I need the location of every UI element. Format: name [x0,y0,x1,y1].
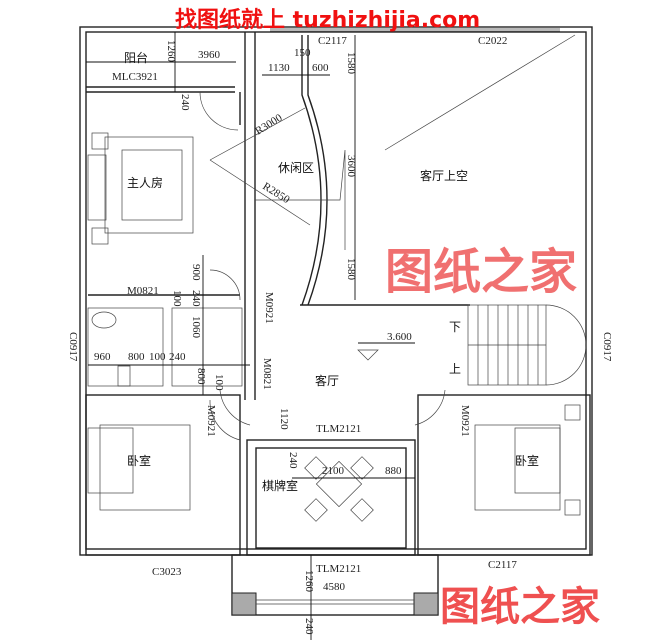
dimension-label: 3600 [345,155,357,178]
door-label: M0921 [459,405,471,437]
dimension-label: 1130 [268,62,290,74]
window-label: C2022 [478,35,507,47]
window-label: C2117 [318,35,347,47]
dimension-label: 960 [94,351,111,363]
staircase [357,304,587,386]
master-bedroom [87,91,241,296]
top-windows [270,28,560,32]
room-label-mahjong: 棋牌室 [262,478,298,493]
balcony [86,32,236,93]
dimension-label: R3000 [253,112,285,138]
dimension-label: 240 [303,618,315,635]
room-label-balcony: 阳台 [124,50,148,65]
dimension-label: 240 [190,290,202,307]
window-label: C2117 [488,559,517,571]
dimension-label: 800 [195,368,207,385]
watermark-center: 图纸之家 [385,244,577,300]
dimension-label: 600 [312,62,329,74]
window-label: C0917 [67,332,79,362]
dimension-label: 880 [385,465,402,477]
bedroom-right [417,394,591,556]
dimension-label: 3960 [198,49,221,61]
door-label: TLM2121 [316,423,361,435]
room-label-leisure: 休闲区 [278,161,314,175]
door-label: MLC3921 [112,71,158,83]
room-label-bedroom-left: 卧室 [127,453,151,468]
dimension-label: 1120 [278,408,290,430]
dimension-label: 240 [287,452,299,469]
dimension-label: 100 [213,374,225,391]
dimension-label: 240 [179,94,191,111]
stair-up-label: 上 [449,362,461,376]
dimension-label: 900 [190,264,202,281]
dimension-label: 2100 [322,465,345,477]
elevation-label: 3.600 [387,331,412,343]
dimension-label: 4580 [323,581,346,593]
window-label: C3023 [152,566,182,578]
dimension-label: 1580 [345,258,357,281]
dimension-label: 150 [294,47,311,59]
door-label: M0821 [261,358,273,390]
corridor-walls [209,32,576,400]
dimension-label: 1580 [345,52,357,75]
door-label: M0821 [127,285,159,297]
door-label: M0921 [205,405,217,437]
dimension-label: 1260 [165,40,177,63]
dimension-label: 1060 [190,316,202,339]
room-label-living: 客厅 [315,373,339,388]
dimension-label: 100 [149,351,166,363]
bottom-balcony [231,554,439,640]
door-label: TLM2121 [316,563,361,575]
dimension-label: 100 [171,290,183,307]
stair-down-label: 下 [449,320,461,334]
watermark-top: 找图纸就上 tuzhizhijia.com [175,7,480,33]
bedroom-left [85,394,241,556]
dimension-label: 800 [128,351,145,363]
dimension-label: 240 [169,351,186,363]
watermark-bottom-right: 图纸之家 [440,584,600,630]
window-label: C0917 [601,332,613,362]
room-label-bedroom-right: 卧室 [515,453,539,468]
room-label-living-void: 客厅上空 [420,168,468,183]
door-label: M0921 [263,292,275,324]
room-label-master-bedroom: 主人房 [127,175,163,190]
bathroom [87,255,250,395]
dimension-label: R2850 [260,180,292,206]
dimension-label: 1260 [303,570,315,593]
